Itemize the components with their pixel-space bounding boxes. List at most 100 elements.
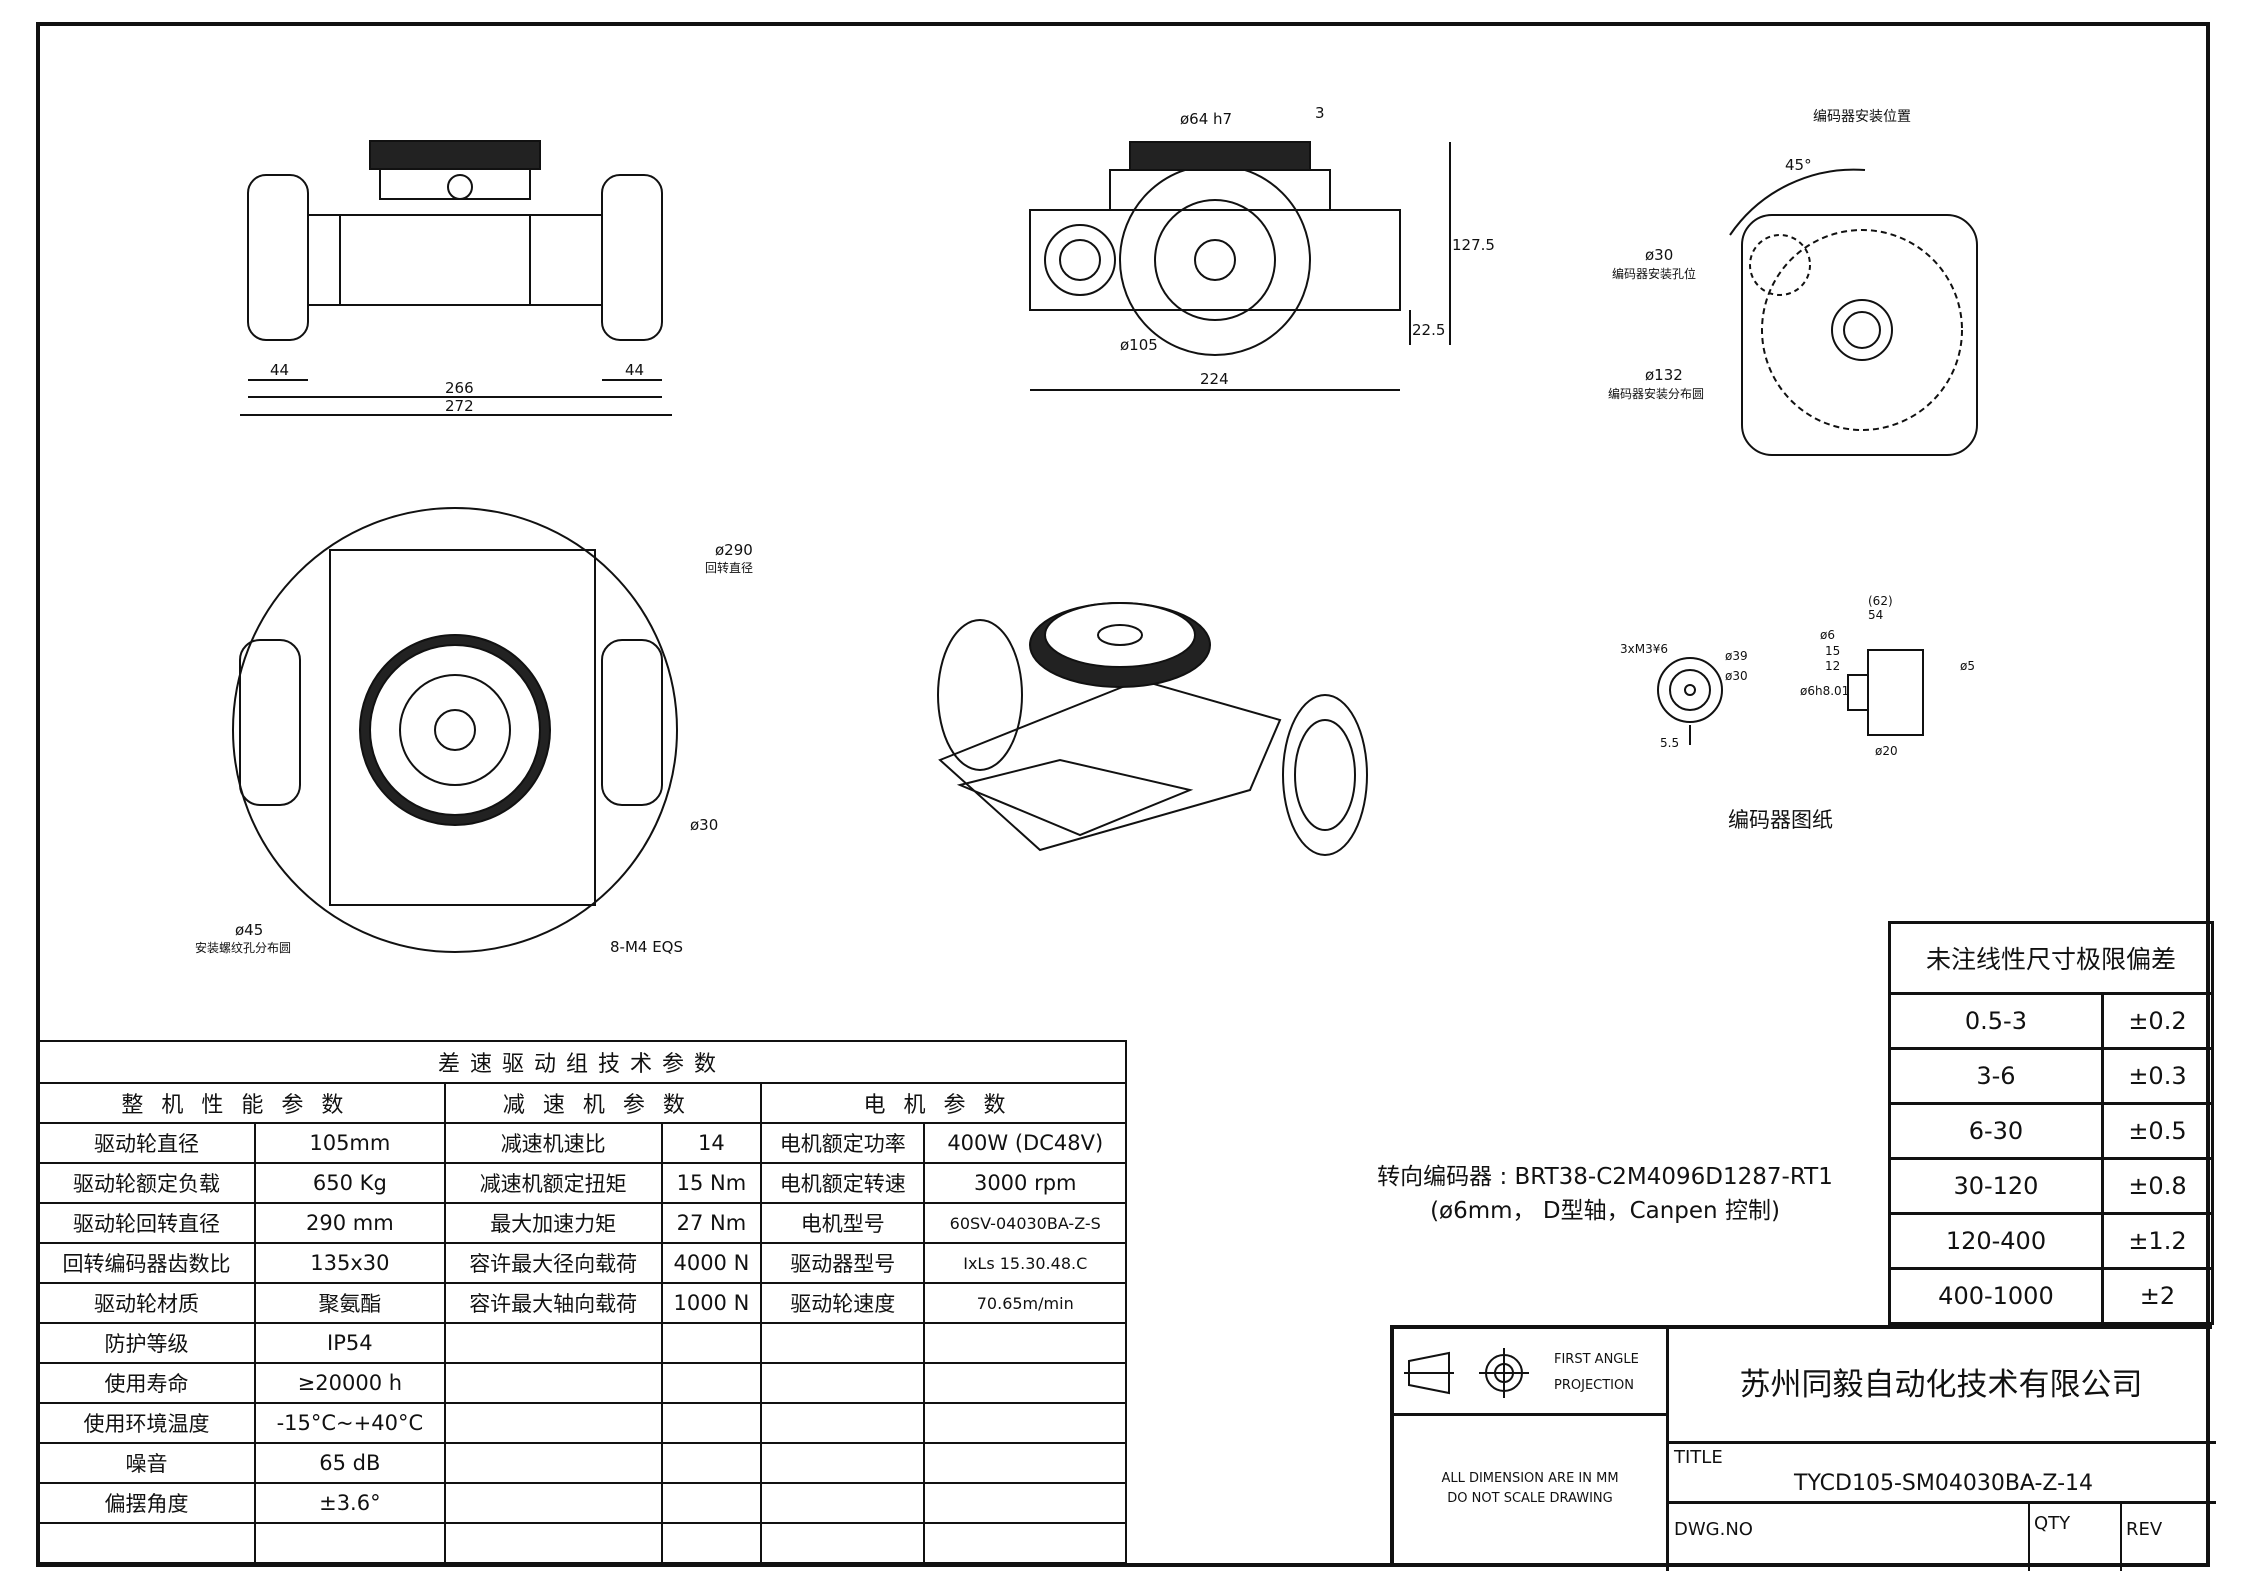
- top-view: ø290 回转直径 ø30 ø45 安装螺纹孔分布圆 8-M4 EQS: [195, 507, 753, 956]
- spec-cell: 驱动轮回转直径: [36, 1202, 257, 1244]
- enc-12: 12: [1825, 659, 1840, 673]
- dim-272: 272: [445, 397, 474, 415]
- dim-44-left: 44: [270, 361, 289, 379]
- spec-row: [36, 1522, 1127, 1564]
- projection-line1: FIRST ANGLE: [1554, 1352, 1639, 1367]
- tolerance-row: 0.5-3±0.2: [1888, 992, 2215, 1050]
- front-view: 44 44 266 272: [240, 140, 672, 416]
- spec-cell: [443, 1482, 663, 1524]
- enc-phi5: ø5: [1960, 659, 1975, 673]
- spec-cell: 电机型号: [760, 1202, 926, 1244]
- spec-cell: [660, 1362, 763, 1404]
- spec-header-machine: 整机性能参数: [37, 1082, 446, 1124]
- note-line1: ALL DIMENSION ARE IN MM: [1441, 1471, 1619, 1486]
- spec-cell: 使用寿命: [36, 1362, 257, 1404]
- title-label: TITLE: [1674, 1447, 1723, 1468]
- dwg-label: DWG.NO: [1674, 1519, 1753, 1540]
- isometric-view: [937, 602, 1368, 856]
- spec-cell: [660, 1482, 763, 1524]
- tolerance-row: 3-6±0.3: [1888, 1047, 2215, 1105]
- spec-cell: [660, 1402, 763, 1444]
- spec-cell: 400W (DC48V): [923, 1122, 1127, 1164]
- spec-cell: [660, 1442, 763, 1484]
- spec-row: 使用寿命≥20000 h: [36, 1362, 1127, 1404]
- spec-cell: 4000 N: [660, 1242, 763, 1284]
- spec-row: 偏摆角度±3.6°: [36, 1482, 1127, 1524]
- tolerance-value: ±0.8: [2100, 1157, 2215, 1215]
- spec-cell: 27 Nm: [660, 1202, 763, 1244]
- spec-row: 使用环境温度-15°C~+40°C: [36, 1402, 1127, 1444]
- tolerance-range: 400-1000: [1888, 1267, 2104, 1325]
- projection-line2: PROJECTION: [1554, 1378, 1634, 1393]
- dim-8m4: 8-M4 EQS: [610, 938, 683, 956]
- title-value: TYCD105-SM04030BA-Z-14: [1794, 1471, 2094, 1496]
- dim-phi64: ø64 h7: [1180, 110, 1232, 128]
- spec-cell: 60SV-04030BA-Z-S: [923, 1202, 1127, 1244]
- qty-label: QTY: [2034, 1513, 2071, 1534]
- dim-phi45-note: 安装螺纹孔分布圆: [195, 940, 291, 955]
- spec-cell: 容许最大径向载荷: [443, 1242, 663, 1284]
- spec-cell: 65 dB: [254, 1442, 446, 1484]
- tolerance-range: 0.5-3: [1888, 992, 2104, 1050]
- tolerance-range: 120-400: [1888, 1212, 2104, 1270]
- enc-54: 54: [1868, 608, 1883, 622]
- spec-header-motor: 电机参数: [760, 1082, 1127, 1124]
- dim-266: 266: [445, 379, 474, 397]
- enc-55: 5.5: [1660, 736, 1679, 750]
- spec-cell: 290 mm: [254, 1202, 446, 1244]
- spec-cell: [923, 1322, 1127, 1364]
- encoder-caption: 编码器图纸: [1728, 808, 1833, 832]
- spec-cell: 3000 rpm: [923, 1162, 1127, 1204]
- enc-3m3: 3xM3¥6: [1620, 642, 1668, 656]
- enc-phi20: ø20: [1875, 744, 1898, 758]
- spec-cell: 105mm: [254, 1122, 446, 1164]
- spec-cell: 1000 N: [660, 1282, 763, 1324]
- dimension-note: ALL DIMENSION ARE IN MM DO NOT SCALE DRA…: [1394, 1469, 1666, 1509]
- rev-label: REV: [2126, 1519, 2163, 1540]
- spec-cell: [443, 1322, 663, 1364]
- dim-phi45: ø45: [235, 921, 263, 939]
- dim-225: 22.5: [1412, 321, 1445, 339]
- side-view: ø64 h7 3 127.5 22.5 ø105 224: [1029, 104, 1495, 391]
- spec-cell: [923, 1522, 1127, 1564]
- spec-cell: 减速机额定扭矩: [443, 1162, 663, 1204]
- tolerance-value: ±0.5: [2100, 1102, 2215, 1160]
- dim-44-right: 44: [625, 361, 644, 379]
- encoder-position-title: 编码器安装位置: [1813, 109, 1911, 125]
- tolerance-row: 30-120±0.8: [1888, 1157, 2215, 1215]
- encoder-drawing: 3xM3¥6 ø39 ø30 5.5 (62) 54 15 12 ø6h8.01…: [1620, 594, 1975, 758]
- spec-cell: 70.65m/min: [923, 1282, 1127, 1324]
- title-block: FIRST ANGLE PROJECTION ALL DIMENSION ARE…: [1390, 1325, 2216, 1571]
- spec-cell: 650 Kg: [254, 1162, 446, 1204]
- spec-cell: -15°C~+40°C: [254, 1402, 446, 1444]
- spec-cell: [254, 1522, 446, 1564]
- spec-cell: 电机额定转速: [760, 1162, 926, 1204]
- spec-cell: ≥20000 h: [254, 1362, 446, 1404]
- spec-cell: 14: [660, 1122, 763, 1164]
- encoder-note: 转向编码器 : BRT38-C2M4096D1287-RT1 (ø6mm， D型…: [1360, 1160, 1850, 1228]
- spec-cell: 135x30: [254, 1242, 446, 1284]
- enc-phi39: ø39: [1725, 649, 1748, 663]
- dim-phi290-note: 回转直径: [705, 560, 753, 575]
- spec-cell: [760, 1362, 926, 1404]
- spec-cell: 驱动器型号: [760, 1242, 926, 1284]
- tolerance-title: 未注线性尺寸极限偏差: [1888, 921, 2214, 995]
- spec-cell: ±3.6°: [254, 1482, 446, 1524]
- dim-224: 224: [1200, 370, 1229, 388]
- spec-cell: [443, 1522, 663, 1564]
- spec-cell: IxLs 15.30.48.C: [923, 1242, 1127, 1284]
- spec-cell: [923, 1482, 1127, 1524]
- spec-cell: [36, 1522, 257, 1564]
- encoder-note-line2: (ø6mm， D型轴，Canpen 控制): [1430, 1198, 1780, 1224]
- spec-cell: 容许最大轴向载荷: [443, 1282, 663, 1324]
- encoder-position-view: 45° ø30 编码器安装孔位 ø132 编码器安装分布圆: [1608, 156, 1978, 456]
- spec-cell: [923, 1442, 1127, 1484]
